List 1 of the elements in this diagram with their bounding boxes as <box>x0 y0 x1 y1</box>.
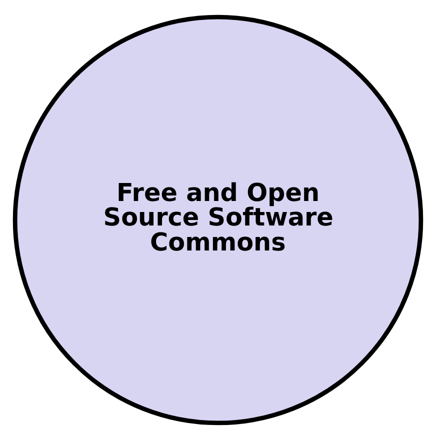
node-circle: Free and Open Source Software Commons <box>12 14 424 426</box>
